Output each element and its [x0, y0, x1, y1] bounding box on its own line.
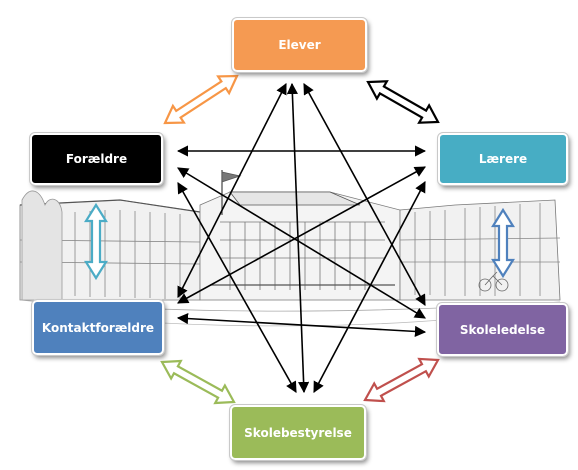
cross-arrow-laerere-skolebestyrelse: [313, 181, 426, 393]
node-label-laerere: Lærere: [478, 152, 528, 166]
node-foraeldre: Forældre: [29, 132, 164, 186]
adjacent-links-layer: [84, 74, 515, 405]
double-arrow-skolebestyrelse-kontaktforaeldre: [160, 359, 236, 405]
node-label-foraeldre: Forældre: [65, 152, 128, 166]
node-laerere: Lærere: [437, 132, 569, 186]
node-label-skolebestyrelse: Skolebestyrelse: [244, 425, 352, 440]
double-arrow-elever-laerere: [366, 80, 440, 124]
node-label-elever: Elever: [278, 38, 321, 52]
double-arrow-laerere-skoleledelse: [491, 207, 515, 279]
cross-links-layer: [176, 82, 427, 394]
cross-arrow-kontaktforaeldre-elever: [177, 83, 287, 298]
node-elever: Elever: [231, 17, 368, 73]
double-arrow-kontaktforaeldre-foraeldre: [84, 202, 108, 281]
node-skolebestyrelse: Skolebestyrelse: [229, 404, 367, 461]
double-arrow-foraeldre-elever: [163, 74, 239, 125]
cross-arrow-elever-skolebestyrelse: [286, 82, 310, 394]
node-kontaktforaeldre: Kontaktforældre: [31, 299, 165, 356]
node-label-skoleledelse: Skoleledelse: [459, 322, 546, 337]
node-skoleledelse: Skoleledelse: [436, 302, 569, 357]
double-arrow-skoleledelse-skolebestyrelse: [363, 357, 440, 403]
node-label-kontaktforaeldre: Kontaktforældre: [41, 320, 155, 335]
